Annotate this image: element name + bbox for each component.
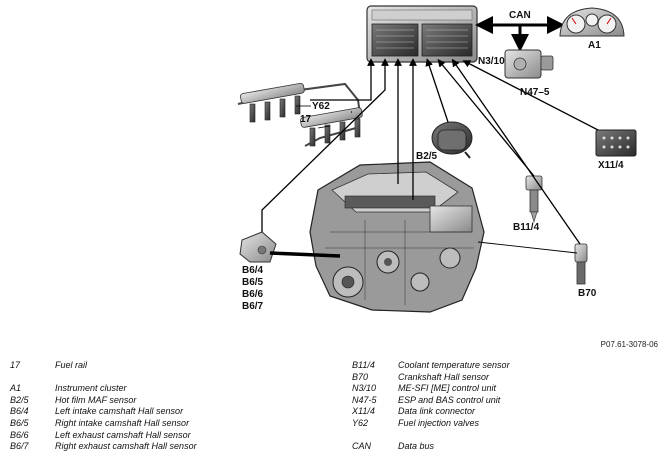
data-link-connector-x11-4	[595, 129, 637, 157]
legend-desc: Right exhaust camshaft Hall sensor	[55, 441, 197, 452]
instrument-cluster-a1	[559, 7, 625, 37]
legend-desc: ESP and BAS control unit	[398, 394, 501, 405]
legend: 17 Fuel rail A1 Instrument cluster B2/5 Hot…	[0, 360, 666, 467]
label-b6-5: B6/5	[242, 277, 264, 288]
legend-desc: Instrument cluster	[55, 383, 127, 394]
camshaft-sensor-b6	[239, 231, 277, 263]
legend-desc: ME-SFI [ME] control unit	[398, 383, 497, 394]
legend-desc: Left intake camshaft Hall sensor	[55, 406, 184, 417]
engine	[309, 161, 485, 313]
legend-desc: Data link connector	[398, 406, 476, 417]
figure-reference: P07.61-3078-06	[600, 340, 658, 349]
legend-code: 17	[10, 360, 21, 370]
label-b70: B70	[578, 288, 597, 299]
legend-code: N47-5	[352, 394, 377, 405]
legend-code: CAN	[352, 441, 372, 452]
legend-desc: Coolant temperature sensor	[398, 360, 510, 370]
crankshaft-sensor-b70	[574, 243, 588, 285]
label-17: 17	[300, 114, 312, 125]
legend-code: X11/4	[352, 406, 375, 417]
label-x11-4: X11/4	[598, 160, 624, 171]
legend-desc: Data bus	[398, 441, 435, 452]
label-n47-5: N47–5	[520, 87, 550, 98]
legend-desc: Right intake camshaft Hall sensor	[55, 417, 190, 428]
maf-sensor-b2-5	[431, 121, 473, 159]
system-diagram	[237, 5, 637, 313]
legend-code: B2/5	[10, 394, 29, 405]
legend-desc: Fuel injection valves	[398, 417, 480, 428]
label-b6-4: B6/4	[242, 265, 264, 276]
control-unit-n3-10	[366, 5, 478, 63]
legend-code: B6/6	[10, 429, 29, 440]
legend-desc: Fuel rail	[55, 360, 88, 370]
legend-code: N3/10	[352, 383, 377, 394]
label-b6-7: B6/7	[242, 301, 264, 312]
label-a1: A1	[588, 40, 601, 51]
coolant-temp-sensor-b11-4	[525, 175, 543, 224]
legend-desc: Left exhaust camshaft Hall sensor	[55, 429, 191, 440]
label-b6-6: B6/6	[242, 289, 264, 300]
legend-desc: Hot film MAF sensor	[55, 394, 137, 405]
label-can: CAN	[509, 10, 531, 21]
legend-code: B6/5	[10, 417, 29, 428]
signal-lines	[261, 58, 599, 258]
label-y62: Y62	[312, 101, 330, 112]
esp-control-unit-n47-5	[504, 49, 554, 79]
legend-code: B6/4	[10, 406, 29, 417]
label-n3-10: N3/10	[478, 56, 505, 67]
legend-code: A1	[10, 383, 22, 394]
legend-desc: Crankshaft Hall sensor	[398, 371, 490, 382]
legend-code: B70	[352, 371, 369, 382]
legend-code: Y62	[352, 417, 369, 428]
legend-code: B6/7	[10, 441, 29, 452]
label-b2-5: B2/5	[416, 151, 438, 162]
legend-code: B11/4	[352, 360, 375, 370]
label-b11-4: B11/4	[513, 222, 540, 233]
